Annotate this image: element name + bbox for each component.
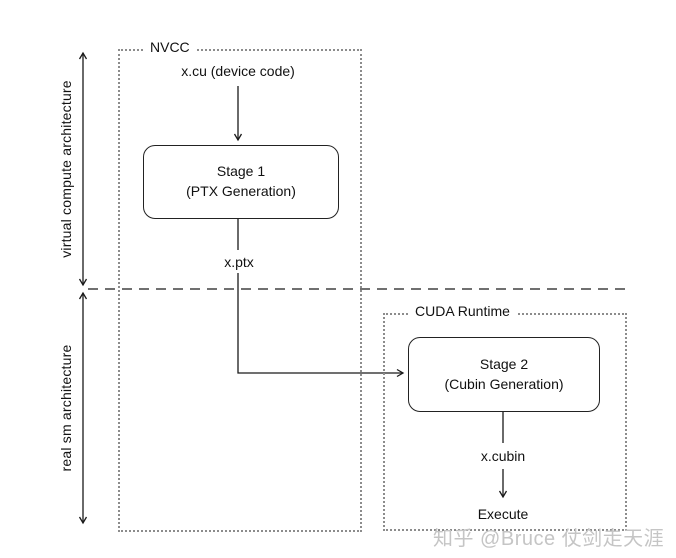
node-xcu-device-code: x.cu (device code) xyxy=(177,63,299,79)
node-xptx: x.ptx xyxy=(220,254,258,270)
axis-label-virtual-compute: virtual compute architecture xyxy=(58,80,74,258)
nvcc-container xyxy=(118,49,362,532)
stage2-title: Stage 2 xyxy=(479,355,529,372)
watermark-text: 知乎 @Bruce 仗剑走天涯 xyxy=(433,528,665,550)
stage1-title: Stage 1 xyxy=(216,163,266,180)
arrow-xptx-to-stage2 xyxy=(237,273,405,378)
node-stage1: Stage 1 (PTX Generation) xyxy=(143,145,339,219)
node-xcubin: x.cubin xyxy=(476,448,530,464)
stage1-subtitle: (PTX Generation) xyxy=(186,183,296,199)
cuda-runtime-container-label: CUDA Runtime xyxy=(408,303,517,319)
nvcc-container-label: NVCC xyxy=(143,39,197,55)
node-stage2: Stage 2 (Cubin Generation) xyxy=(408,337,600,412)
node-execute: Execute xyxy=(473,506,533,522)
axis-label-real-sm: real sm architecture xyxy=(58,344,74,472)
stage2-subtitle: (Cubin Generation) xyxy=(444,375,564,392)
